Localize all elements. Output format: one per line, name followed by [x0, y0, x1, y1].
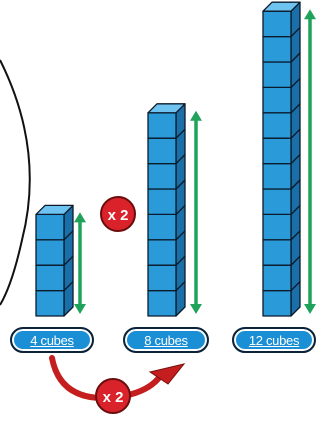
cube [147, 128, 186, 165]
cube-front-face [147, 162, 177, 190]
cube-front-face [35, 289, 65, 317]
cube-front-face [262, 137, 292, 165]
label-8-cubes: 8 cubes [123, 327, 209, 353]
curved-arrow-head [148, 363, 186, 385]
label-4-cubes: 4 cubes [10, 327, 94, 353]
arrow-head-down [74, 304, 86, 314]
cube [262, 179, 301, 216]
cube-front-face [262, 162, 292, 190]
cube-front-face [147, 213, 177, 241]
partial-circle-outline [0, 59, 31, 306]
multiplier-top-text: x 2 [108, 207, 129, 224]
label-12-cubes: 12 cubes [232, 327, 316, 353]
cube-front-face [35, 264, 65, 292]
cube-front-face [262, 289, 292, 317]
cube-front-face [262, 213, 292, 241]
height-arrow-12 [304, 9, 316, 314]
multiplier-badge-bottom: x 2 [95, 378, 131, 414]
cube [262, 230, 301, 266]
arrow-head-down [190, 304, 202, 314]
cube [147, 179, 186, 216]
cube-front-face [262, 10, 292, 38]
multiplier-badge-top: x 2 [100, 196, 136, 232]
arrow-head-up [190, 110, 202, 121]
tower-4-cubes [35, 204, 74, 317]
cube-front-face [147, 188, 177, 216]
cube-front-face [262, 86, 292, 114]
cube [35, 204, 74, 241]
tower-12-cubes [262, 1, 301, 317]
cube-front-face [147, 239, 177, 266]
cube-front-face [262, 112, 292, 139]
height-arrow-8 [190, 110, 202, 314]
cube [147, 204, 186, 241]
cube-top-face [147, 103, 186, 114]
cube [147, 255, 186, 292]
cube-front-face [262, 35, 292, 63]
cube [262, 26, 301, 63]
arrow-head-down [304, 304, 316, 314]
multiplier-bottom-text: x 2 [103, 389, 124, 406]
label-12-cubes-text: 12 cubes [248, 332, 300, 348]
cube [262, 77, 301, 114]
cube-front-face [147, 112, 177, 139]
arrow-head-up [304, 9, 316, 20]
cube [147, 280, 186, 317]
label-4-cubes-text: 4 cubes [30, 332, 74, 348]
cube-front-face [262, 188, 292, 216]
cube [147, 153, 186, 190]
cube-top-face [262, 1, 301, 12]
height-arrows-group [74, 9, 316, 314]
cube-front-face [35, 213, 65, 241]
cube-front-face [262, 239, 292, 266]
label-8-cubes-text: 8 cubes [144, 332, 188, 348]
cube-front-face [147, 289, 177, 317]
towers-group [35, 1, 301, 317]
cube-front-face [147, 137, 177, 165]
cube-front-face [147, 264, 177, 292]
height-arrow-4 [74, 212, 86, 314]
cube-top-face [35, 204, 74, 216]
cube-front-face [35, 239, 65, 266]
arrow-head-up [74, 212, 86, 223]
cube-front-face [262, 61, 292, 89]
cube-front-face [262, 264, 292, 292]
tower-8-cubes [147, 103, 186, 317]
